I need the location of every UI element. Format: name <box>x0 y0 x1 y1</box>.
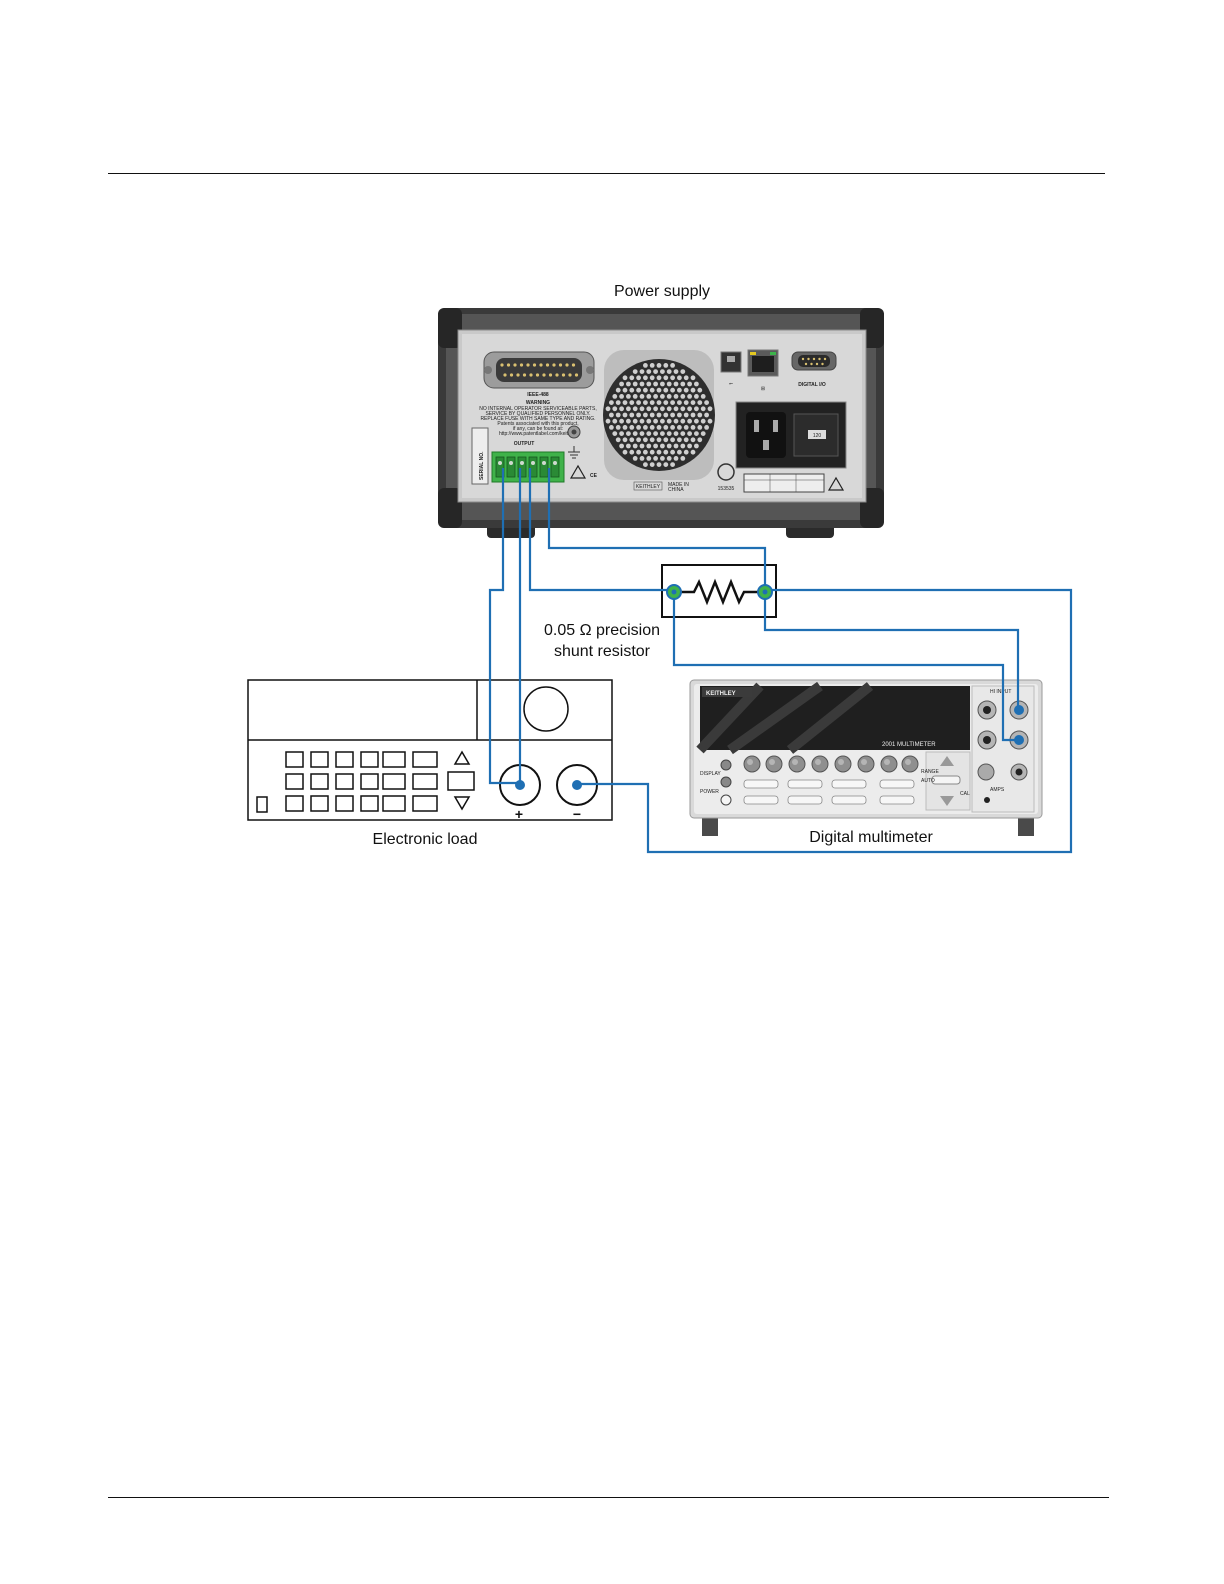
warning-triangle-icon <box>569 464 587 479</box>
warning-title: WARNING <box>526 400 550 406</box>
made-in-line-1: MADE IN <box>668 482 689 488</box>
dmm-model: 2001 MULTIMETER <box>882 742 936 748</box>
warning-line-3: REPLACE FUSE WITH SAME TYPE AND RATING. <box>480 416 595 422</box>
ps-brand: KEITHLEY <box>636 484 661 490</box>
footer-rule <box>108 1497 1109 1498</box>
dmm-range-up-icon <box>940 756 954 766</box>
resistor-symbol <box>674 578 764 606</box>
serial-label-plate <box>471 427 489 485</box>
ieee-label: IEEE-488 <box>527 392 549 398</box>
certification-mark-icon <box>717 463 735 481</box>
dmm-cal-label: CAL <box>960 791 970 797</box>
wire-force-low <box>547 468 767 590</box>
ac-power-inlet <box>735 401 847 469</box>
header-rule <box>108 173 1105 174</box>
wiring <box>488 468 1073 854</box>
connection-dots <box>515 584 1024 790</box>
dmm-range-label: RANGE <box>921 769 939 775</box>
dmm-function-buttons <box>743 755 919 773</box>
power-supply-label: Power supply <box>614 283 710 300</box>
dmm-soft-keys <box>743 779 915 805</box>
warning-line-6: http://www.patentlabel.com/keithley <box>499 431 578 437</box>
digital-multimeter-label: Digital multimeter <box>809 829 933 846</box>
electronic-load: + − <box>247 679 613 822</box>
output-label: OUTPUT <box>514 441 535 447</box>
power-supply-rear-panel: IEEE-488 WARNING NO INTERNAL OPERATOR SE… <box>438 308 884 538</box>
warning-line-1: NO INTERNAL OPERATOR SERVICEABLE PARTS, <box>479 406 596 412</box>
digital-multimeter: KEITHLEY 2001 MULTIMETER DISPLAY POWER R… <box>689 679 1043 836</box>
dmm-power-label: POWER <box>700 789 719 795</box>
wire-sense-low <box>528 468 674 592</box>
load-keypad <box>285 751 438 812</box>
load-small-switch <box>256 796 268 813</box>
voltage-window: 120 <box>813 433 822 439</box>
dmm-brand: KEITHLEY <box>706 691 736 697</box>
dmm-amps-label: AMPS <box>990 787 1005 793</box>
warning-triangle-icon-2 <box>827 476 845 491</box>
usb-icon: ⭠ <box>729 381 733 387</box>
lan-icon: ⊞ <box>761 386 765 392</box>
rating-table <box>743 473 825 493</box>
dmm-auto-label: AUTO <box>921 778 935 784</box>
wire-shunt-hi-to-dmm <box>672 592 1019 742</box>
shunt-label-line-2: shunt resistor <box>554 643 651 660</box>
dmm-power-button <box>720 794 732 806</box>
load-up-arrow-icon <box>453 750 471 765</box>
ieee-488-connector <box>483 351 595 389</box>
load-side-key <box>447 771 475 791</box>
load-down-arrow-icon <box>453 796 471 811</box>
dmm-display-knob <box>720 759 732 771</box>
wire-shunt-to-load-minus <box>577 588 1073 854</box>
ground-icon <box>568 446 580 459</box>
dmm-hi-input-label: HI INPUT <box>990 689 1011 695</box>
cert-number: 153535 <box>718 486 735 492</box>
fan-grille <box>603 350 715 480</box>
electronic-load-label: Electronic load <box>373 831 478 848</box>
dmm-display-label: DISPLAY <box>700 771 721 777</box>
warning-line-2: SERVICE BY QUALIFIED PERSONNEL ONLY. <box>485 411 590 417</box>
load-dial <box>523 686 569 732</box>
made-in-line-2: CHINA <box>668 487 684 493</box>
shunt-label-line-1: 0.05 Ω precision <box>544 622 660 639</box>
wire-force-high <box>488 468 520 785</box>
load-minus-label: − <box>573 806 581 822</box>
dmm-range-down-icon <box>940 796 954 806</box>
digital-io-label: DIGITAL I/O <box>798 382 826 388</box>
warning-line-5: if any, can be found at: <box>513 426 563 432</box>
ce-mark-icon: CE <box>590 473 598 479</box>
serial-label: SERIAL NO. <box>479 451 485 480</box>
digital-io-connector <box>791 351 837 371</box>
load-plus-label: + <box>515 806 523 822</box>
wire-shunt-lo-to-dmm <box>763 592 1020 710</box>
warning-line-4: Patents associated with this product, <box>497 421 578 427</box>
